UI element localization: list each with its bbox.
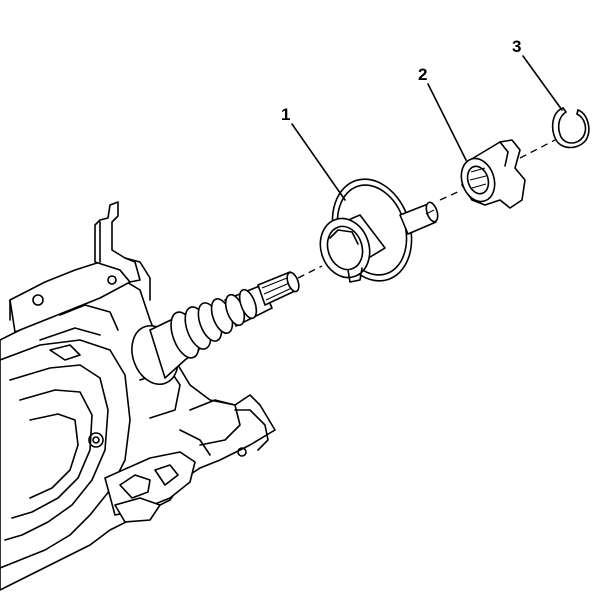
callout-3: 3 bbox=[512, 37, 563, 111]
callout-label-3: 3 bbox=[512, 37, 521, 56]
callout-2: 2 bbox=[418, 65, 467, 161]
assembly-axis-line bbox=[297, 265, 323, 279]
steering-shaft bbox=[131, 271, 300, 385]
leader-line-3 bbox=[522, 55, 563, 111]
callout-1: 1 bbox=[281, 105, 346, 201]
callout-label-1: 1 bbox=[281, 105, 290, 124]
leader-line-2 bbox=[427, 83, 467, 161]
retaining-ring bbox=[551, 107, 590, 149]
bearing-adapter bbox=[319, 178, 439, 283]
steering-column-assembly bbox=[0, 201, 276, 591]
callout-label-2: 2 bbox=[418, 65, 427, 84]
leader-line-1 bbox=[291, 123, 346, 201]
shaft-lock-collar bbox=[460, 139, 526, 209]
assembly-axis-line bbox=[519, 139, 556, 159]
assembly-axis-line bbox=[439, 189, 463, 201]
